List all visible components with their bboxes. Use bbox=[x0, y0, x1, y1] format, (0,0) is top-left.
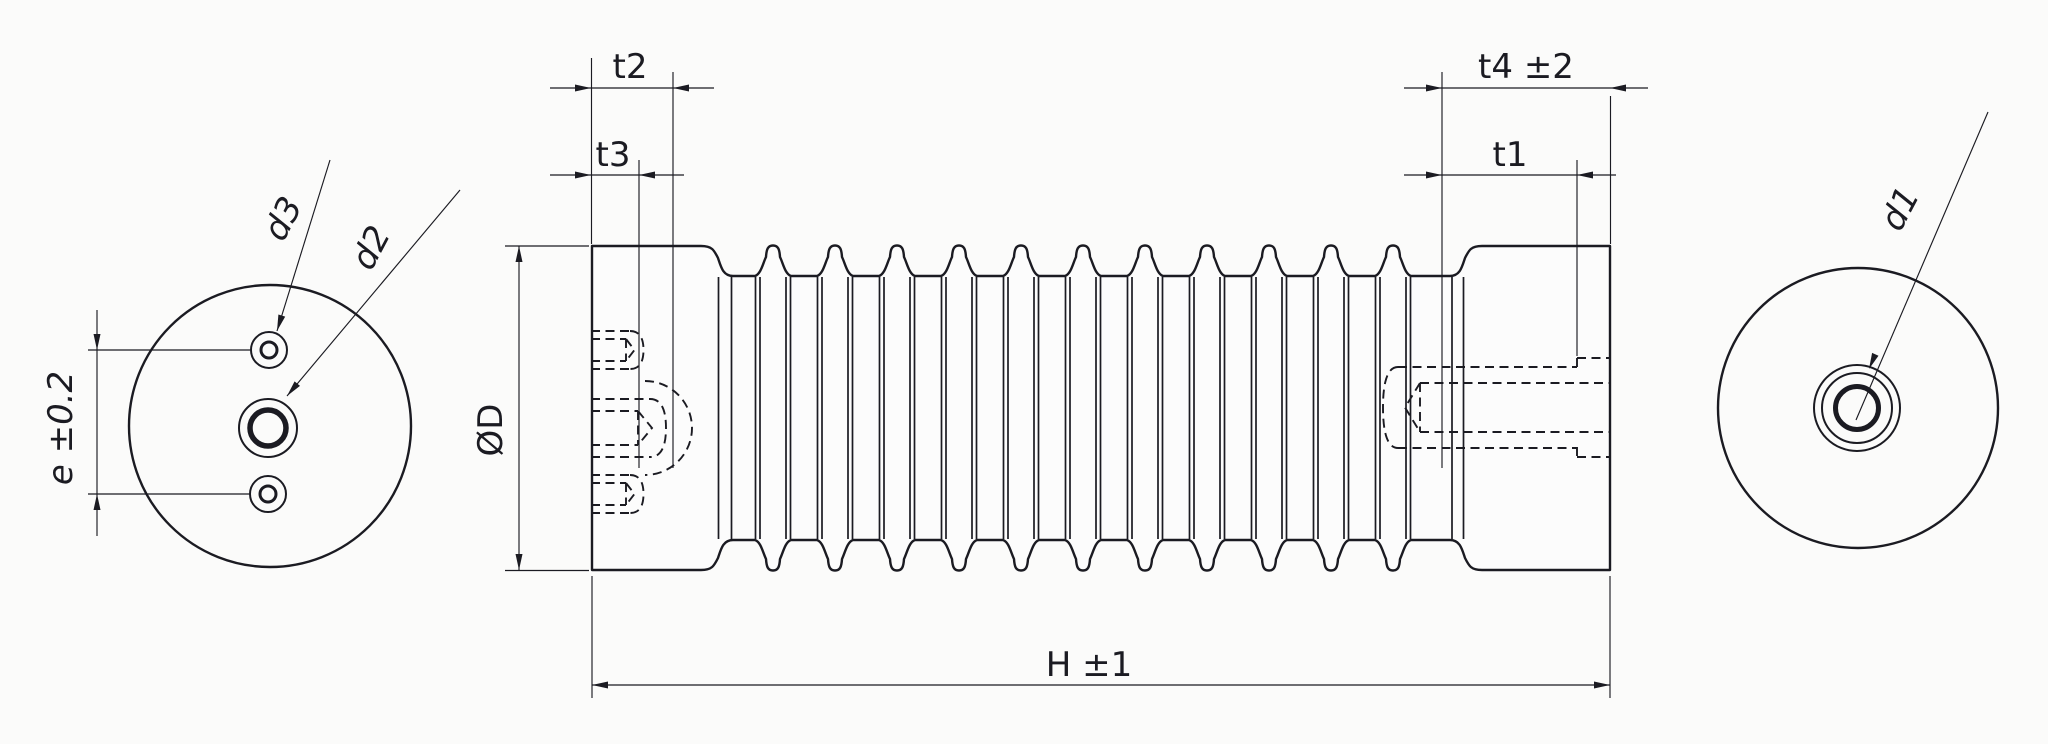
arrowhead bbox=[575, 171, 591, 179]
hidden-bore bbox=[1382, 357, 1610, 458]
extension-lines bbox=[505, 58, 1612, 698]
center-hole-counterbore bbox=[1813, 364, 1901, 452]
arrowhead bbox=[639, 171, 655, 179]
arrowhead bbox=[1869, 352, 1879, 369]
arrowhead bbox=[277, 314, 286, 331]
hidden-top-thread-hole bbox=[591, 330, 645, 370]
dimension-label-d1: d1 bbox=[1872, 180, 1928, 237]
dimension-t1: t1 bbox=[1404, 135, 1616, 179]
center-hole-ring bbox=[247, 407, 289, 449]
dimension-label-t1: t1 bbox=[1493, 135, 1528, 175]
arrowhead bbox=[515, 246, 523, 262]
arrowhead bbox=[93, 334, 101, 350]
dimension-height: H ±1 bbox=[592, 645, 1610, 689]
dimension-label-diameter: ØD bbox=[471, 404, 511, 457]
left-view-body-circle bbox=[127, 283, 413, 569]
dimension-label-e: e ±0.2 bbox=[41, 371, 81, 485]
leader-d2: d2 bbox=[286, 189, 461, 397]
right-cap-internal-bore bbox=[1382, 357, 1610, 458]
dimension-e: e ±0.2 bbox=[41, 310, 250, 536]
dimension-label-t3: t3 bbox=[596, 135, 631, 175]
dimension-t4: t4 ±2 bbox=[1404, 47, 1648, 92]
center-hole-outer bbox=[1821, 372, 1893, 444]
right-end-view: d1 bbox=[1716, 111, 2000, 550]
arrowhead bbox=[592, 681, 608, 689]
dimension-t2: t2 bbox=[550, 47, 714, 92]
hidden-bottom-thread-hole bbox=[591, 474, 645, 514]
center-hole-outer bbox=[238, 398, 298, 458]
dimension-label-height: H ±1 bbox=[1046, 645, 1133, 685]
arrowhead bbox=[287, 381, 300, 396]
side-view: t2 t3 t4 ±2 t1 ØD bbox=[471, 47, 1648, 698]
arrowhead bbox=[93, 494, 101, 510]
arrowhead bbox=[515, 554, 523, 570]
dimension-label-d3: d3 bbox=[255, 190, 311, 247]
bottom-hole-inner bbox=[258, 484, 278, 504]
dimension-label-t4: t4 ±2 bbox=[1478, 47, 1574, 87]
leader-d3: d3 bbox=[255, 159, 331, 332]
dimension-label-t2: t2 bbox=[613, 47, 648, 87]
dimension-t3: t3 bbox=[550, 135, 684, 179]
arrowhead bbox=[1610, 84, 1626, 92]
right-view-body-circle bbox=[1716, 266, 2000, 550]
right-view-center-hole bbox=[1813, 364, 1901, 452]
dimension-diameter: ØD bbox=[471, 246, 523, 570]
arrowhead bbox=[1594, 681, 1610, 689]
arrowhead bbox=[673, 84, 689, 92]
leader-d1: d1 bbox=[1855, 111, 1989, 421]
left-view-top-hole bbox=[250, 331, 288, 369]
left-view-bottom-hole bbox=[249, 475, 287, 513]
left-view-center-hole bbox=[238, 398, 298, 458]
top-hole-inner bbox=[259, 340, 279, 360]
dimension-label-d2: d2 bbox=[343, 219, 399, 276]
arrowhead bbox=[1426, 84, 1442, 92]
bottom-hole-outer bbox=[249, 475, 287, 513]
arrowhead bbox=[575, 84, 591, 92]
hidden-center-thread-hole bbox=[591, 380, 693, 476]
arrowhead bbox=[1577, 171, 1593, 179]
top-hole-outer bbox=[250, 331, 288, 369]
left-cap-internal-holes bbox=[591, 330, 693, 514]
arrowhead bbox=[1426, 171, 1442, 179]
center-hole-ring bbox=[1833, 384, 1881, 432]
left-end-view: e ±0.2 d3 d2 bbox=[41, 159, 461, 569]
